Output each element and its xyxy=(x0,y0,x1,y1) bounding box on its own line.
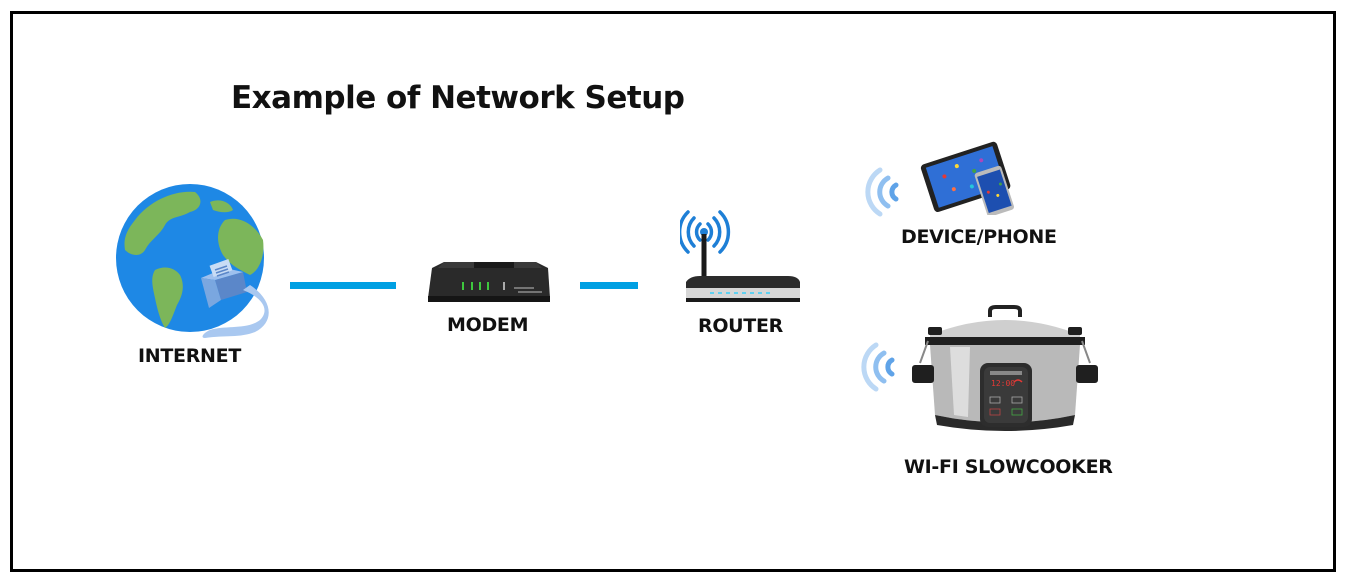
slow-cooker-icon: 12:00 xyxy=(912,305,1098,431)
slowcooker-display: 12:00 xyxy=(991,379,1015,388)
label-router: ROUTER xyxy=(698,315,783,337)
globe-ethernet-icon xyxy=(116,184,269,338)
wireless-router-icon xyxy=(680,210,800,302)
label-internet: INTERNET xyxy=(138,345,241,367)
connector-modem-router xyxy=(580,282,638,289)
wifi-signal-icon xyxy=(865,167,899,217)
node-internet xyxy=(115,180,280,345)
node-modem xyxy=(424,258,554,308)
diagram-title: Example of Network Setup xyxy=(231,80,685,116)
label-modem: MODEM xyxy=(447,314,529,336)
label-slowcooker: WI-FI SLOWCOOKER xyxy=(904,456,1113,478)
node-router xyxy=(680,206,805,306)
connector-internet-modem xyxy=(290,282,396,289)
wifi-signal-icon xyxy=(861,342,895,392)
modem-icon xyxy=(428,262,550,302)
label-device: DEVICE/PHONE xyxy=(901,226,1057,248)
tablet-phone-icon xyxy=(920,141,1014,215)
